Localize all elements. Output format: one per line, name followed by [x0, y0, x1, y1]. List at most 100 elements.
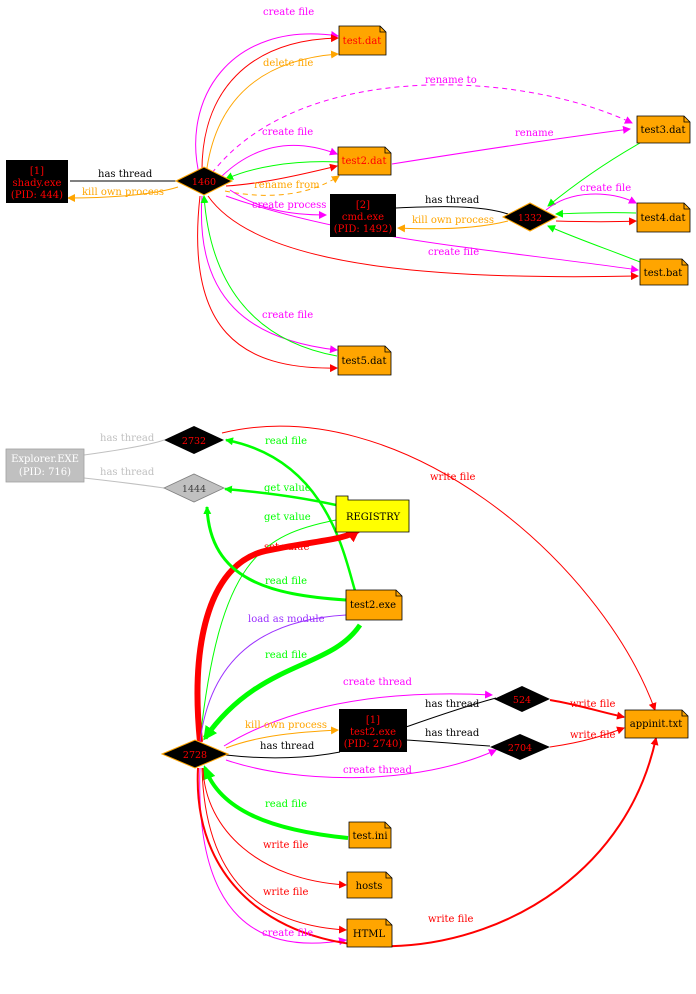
file-node-test5-dat[interactable]: test5.dat [337, 345, 392, 376]
label-read-file: read file [265, 799, 307, 810]
label-has-thread: has thread [425, 699, 480, 710]
graph2-edges [83, 425, 659, 948]
label-write-file: write file [263, 840, 309, 851]
label-kill-own-process: kill own process [412, 215, 494, 226]
thread-node-1444[interactable]: 1444 [163, 473, 225, 503]
file-node-test-ini[interactable]: test.ini [348, 821, 392, 849]
edge-create-file-test5 [200, 195, 338, 354]
thread-id: 1460 [192, 177, 216, 188]
thread-id: 1332 [518, 213, 542, 224]
label-set-value: set value [264, 542, 309, 553]
edge-read-file-2732 [225, 437, 358, 595]
file-node-test2-dat[interactable]: test2.dat [337, 146, 392, 176]
label-write-file: write file [263, 887, 309, 898]
edge-create-file-test2 [221, 144, 338, 177]
file-name: appinit.txt [630, 719, 682, 730]
graph2-nodes: Explorer.EXE (PID: 716) 2732 1444 REGIST… [5, 426, 689, 948]
edge-create-file-bat [225, 195, 639, 273]
thread-node-1460[interactable]: 1460 [174, 166, 234, 196]
label-write-file: write file [570, 730, 616, 741]
process-pid: (PID: 1492) [334, 224, 393, 235]
label-write-file: write file [428, 914, 474, 925]
edge-create-file-test4 [545, 193, 637, 211]
thread-node-1332[interactable]: 1332 [501, 202, 559, 232]
edge-delete-file [205, 50, 339, 176]
label-create-file: create file [580, 183, 631, 194]
thread-node-2704[interactable]: 2704 [490, 734, 550, 760]
edge-write-file-hosts [202, 767, 347, 889]
process-name: test2.exe [350, 727, 396, 738]
label-create-thread: create thread [343, 765, 412, 776]
file-node-test2-exe[interactable]: test2.exe [345, 589, 403, 621]
graph1-edge-labels: create file delete file rename to create… [82, 7, 631, 321]
edge-kill-own-cmd [397, 220, 509, 233]
process-name: cmd.exe [342, 212, 384, 223]
registry-node[interactable]: REGISTRY [335, 495, 410, 533]
label-has-thread: has thread [260, 741, 315, 752]
file-name: HTML [353, 929, 386, 940]
process-node-cmd[interactable]: [2] cmd.exe (PID: 1492) [330, 194, 396, 237]
edge-red-bat [207, 195, 639, 281]
file-node-html[interactable]: HTML [346, 918, 393, 948]
thread-id: 2728 [183, 750, 207, 761]
thread-node-2732[interactable]: 2732 [164, 426, 224, 454]
file-node-hosts[interactable]: hosts [346, 871, 393, 899]
label-create-file: create file [262, 310, 313, 321]
process-node-shady[interactable]: [1] shady.exe (PID: 444) [6, 160, 68, 203]
edge-write-file-524 [549, 699, 625, 720]
edge-has-thread-cmd [395, 206, 509, 215]
label-create-file: create file [428, 247, 479, 258]
process-pid: (PID: 2740) [344, 739, 403, 750]
process-pid: (PID: 444) [11, 190, 63, 201]
thread-id: 1444 [182, 484, 206, 495]
thread-node-524[interactable]: 524 [494, 686, 550, 712]
edge-create-process [229, 189, 327, 219]
file-node-appinit[interactable]: appinit.txt [624, 709, 689, 739]
file-node-test3-dat[interactable]: test3.dat [636, 115, 691, 144]
file-name: test.ini [352, 831, 387, 842]
label-create-thread: create thread [343, 677, 412, 688]
edge-green-test2 [225, 161, 339, 180]
file-name: test5.dat [341, 356, 386, 367]
label-create-file: create file [263, 7, 314, 18]
process-index: [1] [366, 715, 380, 726]
file-name: test3.dat [640, 125, 685, 136]
label-create-file: create file [262, 928, 313, 939]
thread-id: 524 [513, 695, 531, 706]
label-read-file: read file [265, 436, 307, 447]
edge-has-thread-2732 [83, 439, 165, 456]
edge-red-test-dat [201, 34, 339, 177]
file-node-test-bat[interactable]: test.bat [639, 258, 689, 286]
file-name: test.dat [343, 36, 382, 47]
label-rename-to: rename to [425, 75, 477, 86]
edge-red-test2 [225, 163, 338, 187]
process-pid: (PID: 716) [19, 467, 71, 478]
label-create-file: create file [262, 127, 313, 138]
edge-green-test3-1332 [547, 142, 641, 207]
label-write-file: write file [430, 472, 476, 483]
registry-label: REGISTRY [346, 512, 401, 523]
graph1-nodes: [1] shady.exe (PID: 444) 1460 [2] cmd.ex… [6, 25, 691, 376]
thread-node-2728[interactable]: 2728 [160, 739, 230, 769]
file-node-test4-dat[interactable]: test4.dat [636, 202, 691, 233]
label-create-process: create process [252, 200, 326, 211]
edge-get-value-1444 [224, 485, 337, 507]
label-has-thread: has thread [100, 433, 155, 444]
process-name: shady.exe [13, 178, 62, 189]
edge-set-value [194, 527, 361, 743]
edge-green-test5-1460 [200, 195, 338, 357]
process-node-explorer[interactable]: Explorer.EXE (PID: 716) [5, 448, 85, 483]
file-node-test-dat[interactable]: test.dat [338, 25, 387, 56]
edge-read-file-1444 [203, 506, 347, 602]
thread-id: 2704 [508, 743, 532, 754]
edge-read-file-ini [202, 765, 349, 840]
edge-create-file-test-dat [195, 31, 339, 179]
process-node-test2[interactable]: [1] test2.exe (PID: 2740) [339, 709, 407, 752]
edge-create-thread-524 [223, 690, 493, 747]
edge-has-thread-test2 [225, 751, 341, 759]
edge-kill-own-process [225, 726, 339, 749]
thread-id: 2732 [182, 436, 206, 447]
edge-load-as-module [199, 614, 347, 743]
process-index: [1] [30, 166, 44, 177]
